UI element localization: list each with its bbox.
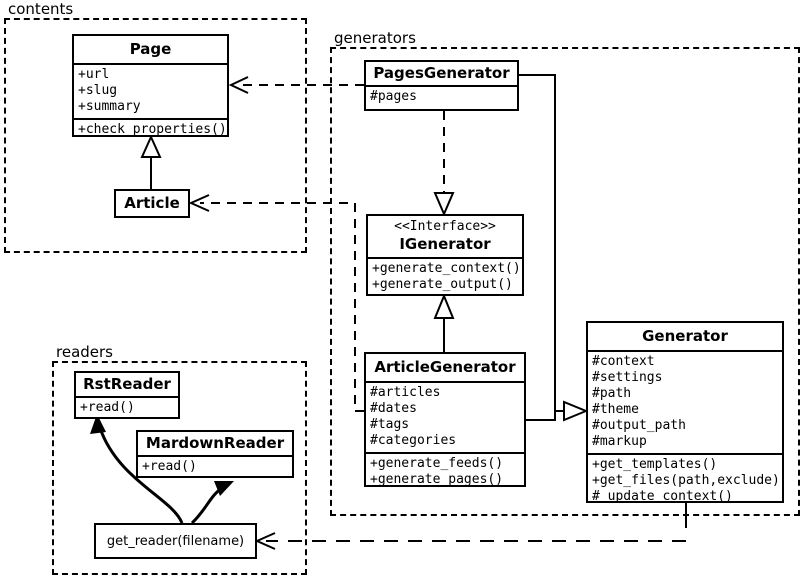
class-operation: +read() — [142, 459, 197, 474]
class-operation: +read() — [80, 400, 135, 415]
class-operation: +check_properties() — [78, 122, 227, 137]
edge-article-inherits-page — [140, 134, 162, 189]
edge-articlegenerator-depends-article — [188, 194, 364, 412]
class-name-article-generator: ArticleGenerator — [374, 358, 516, 376]
class-attribute: #theme — [592, 402, 639, 417]
class-operation: +get_files(path,exclude) — [592, 473, 780, 488]
class-operation: +generate_feeds() — [370, 456, 504, 471]
class-name-igenerator: IGenerator — [399, 235, 491, 253]
class-attribute: +summary — [78, 99, 141, 114]
class-attribute: #output_path — [592, 418, 686, 433]
class-attributes-pages-generator: #pages — [366, 85, 517, 108]
function-box-get-reader[interactable]: get_reader(filename) — [94, 523, 257, 559]
class-operation: +generate_pages() — [370, 472, 504, 487]
class-operations-rst-reader: +read() — [76, 396, 178, 417]
class-attribute: #context — [592, 354, 655, 369]
class-operation: +generate_output() — [372, 277, 513, 292]
class-attributes-generator: #context #settings #path #theme #output_… — [588, 350, 782, 453]
class-box-igenerator[interactable]: <<Interface>> IGenerator +generate_conte… — [366, 214, 524, 296]
class-operations-igenerator: +generate_context() +generate_output() — [368, 257, 522, 294]
class-operation: +get_templates() — [592, 457, 718, 472]
class-name-mardown-reader: MardownReader — [145, 434, 285, 452]
class-attribute: #path — [592, 386, 632, 401]
class-box-rst-reader[interactable]: RstReader +read() — [74, 371, 180, 419]
class-attribute: +slug — [78, 83, 118, 98]
class-operations-mardown-reader: +read() — [138, 455, 292, 476]
class-operations-generator: +get_templates() +get_files(path,exclude… — [588, 453, 782, 503]
class-box-page[interactable]: Page +url +slug +summary +check_properti… — [72, 34, 229, 137]
class-attribute: #dates — [370, 401, 417, 416]
class-box-article[interactable]: Article — [114, 189, 190, 218]
edge-pagesgenerator-realizes-igenerator — [433, 111, 455, 217]
class-box-mardown-reader[interactable]: MardownReader +read() — [136, 430, 294, 478]
edge-pagesgenerator-depends-page — [228, 76, 364, 94]
class-stereotype-igenerator: <<Interface>> — [394, 219, 496, 234]
class-attribute: #settings — [592, 370, 663, 385]
class-attribute: #pages — [370, 89, 417, 104]
class-box-pages-generator[interactable]: PagesGenerator #pages — [364, 60, 519, 111]
package-frame-readers — [52, 361, 307, 575]
edge-articlegenerator-realizes-igenerator — [433, 293, 455, 352]
class-name-rst-reader: RstReader — [83, 375, 171, 393]
class-attributes-article-generator: #articles #dates #tags #categories — [366, 381, 524, 452]
package-label-generators: generators — [332, 29, 418, 47]
class-operation: #_update_context() — [592, 489, 733, 503]
class-name-article: Article — [124, 194, 180, 212]
package-label-contents: contents — [6, 0, 76, 18]
package-frame-generators — [330, 47, 800, 516]
class-operations-page: +check_properties() — [74, 118, 227, 137]
class-attribute: +url — [78, 67, 110, 82]
class-name-page: Page — [129, 40, 172, 58]
class-box-generator[interactable]: Generator #context #settings #path #them… — [586, 321, 784, 503]
class-box-article-generator[interactable]: ArticleGenerator #articles #dates #tags … — [364, 352, 526, 487]
package-label-readers: readers — [54, 343, 115, 361]
class-attributes-page: +url +slug +summary — [74, 63, 227, 118]
class-name-pages-generator: PagesGenerator — [373, 64, 510, 82]
function-label-get-reader: get_reader(filename) — [106, 533, 245, 549]
class-attribute: #tags — [370, 417, 410, 432]
package-frame-contents — [4, 18, 307, 253]
class-attribute: #markup — [592, 434, 647, 449]
edge-get-reader-returns-rstreader — [90, 414, 184, 524]
class-attribute: #categories — [370, 433, 457, 448]
edge-articlegenerator-inherits-generator — [526, 400, 589, 422]
edge-get-reader-returns-mardownreader — [190, 481, 234, 525]
class-operation: +generate_context() — [372, 261, 521, 276]
class-attribute: #articles — [370, 385, 441, 400]
class-operations-article-generator: +generate_feeds() +generate_pages() — [366, 452, 524, 487]
class-name-generator: Generator — [642, 327, 728, 345]
